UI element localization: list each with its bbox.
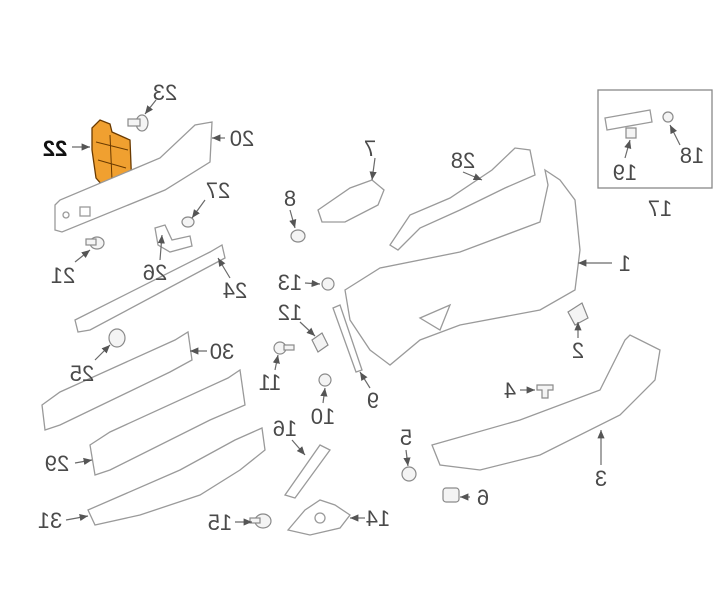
callout-27[interactable]: 27 [206, 178, 230, 203]
part-1-bumper-cover[interactable] [344, 168, 581, 366]
part-29-reinforcement[interactable] [89, 368, 246, 476]
part-3-lower-cover[interactable] [431, 334, 661, 471]
part-2-cover[interactable] [567, 302, 589, 326]
callout-11[interactable]: 11 [259, 370, 282, 395]
part-13-clip[interactable] [321, 277, 335, 291]
callout-31[interactable]: 31 [38, 508, 62, 533]
part-31-cover[interactable] [87, 427, 266, 526]
part-10-clip[interactable] [318, 373, 332, 387]
callout-25[interactable]: 25 [70, 361, 94, 386]
part-21-bolt[interactable] [85, 236, 105, 250]
part-20-reinforcement[interactable] [54, 121, 213, 233]
callout-1[interactable]: 1 [619, 251, 631, 276]
callout-22[interactable]: 22 [43, 136, 67, 161]
callout-15[interactable]: 15 [208, 510, 232, 535]
part-30-reinforcement[interactable] [41, 330, 193, 431]
part-12-clip[interactable] [311, 332, 329, 353]
part-24-absorber[interactable] [74, 243, 226, 333]
part-25-clip[interactable] [108, 328, 126, 348]
callout-12[interactable]: 12 [278, 300, 302, 325]
callout-20[interactable]: 20 [230, 126, 254, 151]
part-4-clip[interactable] [536, 384, 554, 399]
callout-4[interactable]: 4 [504, 378, 516, 403]
callout-21[interactable]: 21 [51, 263, 75, 288]
part-14-bracket[interactable] [286, 499, 351, 536]
part-11-bolt[interactable] [273, 341, 295, 355]
part-5-clip[interactable] [401, 466, 417, 482]
callout-6[interactable]: 6 [477, 485, 489, 510]
part-23-bolt[interactable] [127, 114, 149, 132]
part-26-bracket[interactable] [154, 224, 193, 253]
part-27-bolt[interactable] [181, 216, 195, 228]
callout-8[interactable]: 8 [284, 186, 296, 211]
callout-3[interactable]: 3 [595, 466, 607, 491]
part-17-kit-box [597, 89, 713, 189]
callout-17[interactable]: 17 [648, 196, 672, 221]
callout-24[interactable]: 24 [223, 278, 247, 303]
callout-28[interactable]: 28 [451, 148, 475, 173]
part-9-bracket[interactable] [332, 304, 363, 373]
callout-14[interactable]: 14 [366, 506, 390, 531]
callout-labels: 1 2 3 4 5 6 7 8 9 10 11 12 13 14 15 16 1… [38, 80, 704, 535]
callout-26[interactable]: 26 [143, 260, 167, 285]
callout-5[interactable]: 5 [400, 425, 412, 450]
part-8-clip[interactable] [290, 229, 306, 243]
callout-9[interactable]: 9 [367, 388, 379, 413]
callout-16[interactable]: 16 [273, 416, 297, 441]
part-28-bracket[interactable] [389, 147, 536, 251]
callout-10[interactable]: 10 [311, 404, 335, 429]
callout-30[interactable]: 30 [210, 339, 234, 364]
callout-2[interactable]: 2 [572, 338, 584, 363]
callout-19[interactable]: 19 [613, 160, 637, 185]
callout-7[interactable]: 7 [364, 136, 376, 161]
leader-lines [65, 99, 681, 526]
part-15-clip[interactable] [249, 513, 272, 529]
callout-29[interactable]: 29 [45, 451, 69, 476]
part-6-clip[interactable] [442, 487, 460, 503]
part-16-reflector[interactable] [283, 444, 331, 499]
callout-13[interactable]: 13 [278, 270, 302, 295]
part-7-bracket[interactable] [317, 179, 385, 223]
callout-23[interactable]: 23 [153, 80, 177, 105]
callout-18[interactable]: 18 [680, 143, 704, 168]
